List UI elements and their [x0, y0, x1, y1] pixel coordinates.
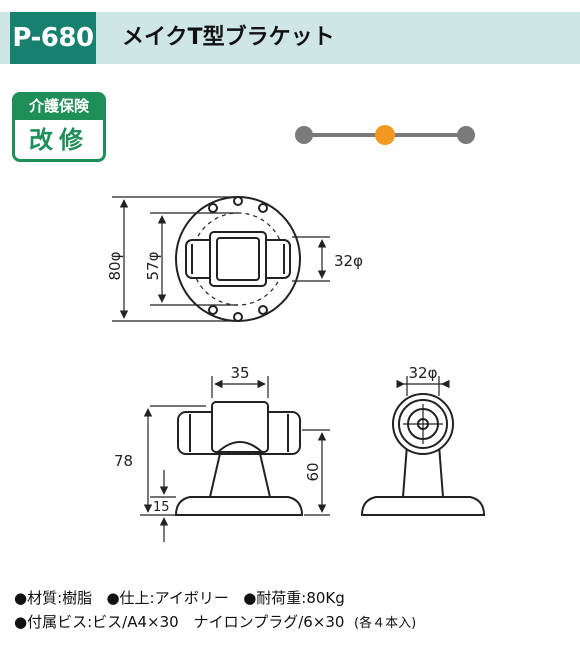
dim-front-total: 78 — [114, 452, 133, 470]
dim-top-inner: 57φ — [144, 251, 162, 280]
technical-drawing: 80φ 57φ 32φ 35 78 60 15 — [106, 196, 486, 542]
side-view — [360, 393, 486, 516]
indicator-left-dot — [295, 126, 313, 144]
indicator-right-dot — [457, 126, 475, 144]
care-insurance-badge: 介護保険 改修 — [12, 92, 106, 162]
spec-finish: ●仕上:アイボリー — [106, 589, 229, 607]
spec-screws: ●付属ビス:ビス/A4×30 ナイロンプラグ/6×30 — [14, 613, 345, 631]
dim-front-width: 35 — [230, 364, 249, 382]
front-view — [174, 401, 304, 516]
top-view — [175, 196, 301, 322]
dim-top-outer: 80φ — [106, 251, 124, 280]
product-code-badge: P-680 — [10, 12, 96, 64]
header-bar — [0, 12, 580, 64]
spec-line-1: ●材質:樹脂 ●仕上:アイボリー ●耐荷重:80Kg — [14, 586, 574, 610]
care-badge-bottom-label: 改修 — [29, 126, 89, 154]
position-indicator-icon — [295, 125, 475, 145]
spec-material: ●材質:樹脂 — [14, 589, 93, 607]
dim-front-base: 15 — [153, 500, 170, 515]
spec-note: (各４本入) — [354, 616, 417, 631]
dim-side-diameter: 32φ — [409, 364, 438, 382]
dim-top-right: 32φ — [334, 252, 363, 270]
care-badge-top-label: 介護保険 — [12, 92, 106, 120]
product-title: メイクT型ブラケット — [122, 25, 335, 50]
spec-list: ●材質:樹脂 ●仕上:アイボリー ●耐荷重:80Kg ●付属ビス:ビス/A4×3… — [14, 586, 574, 636]
spec-line-2: ●付属ビス:ビス/A4×30 ナイロンプラグ/6×30 (各４本入) — [14, 610, 574, 636]
spec-load: ●耐荷重:80Kg — [243, 589, 345, 607]
indicator-center-dot — [375, 125, 395, 145]
dim-front-center: 60 — [304, 462, 322, 481]
